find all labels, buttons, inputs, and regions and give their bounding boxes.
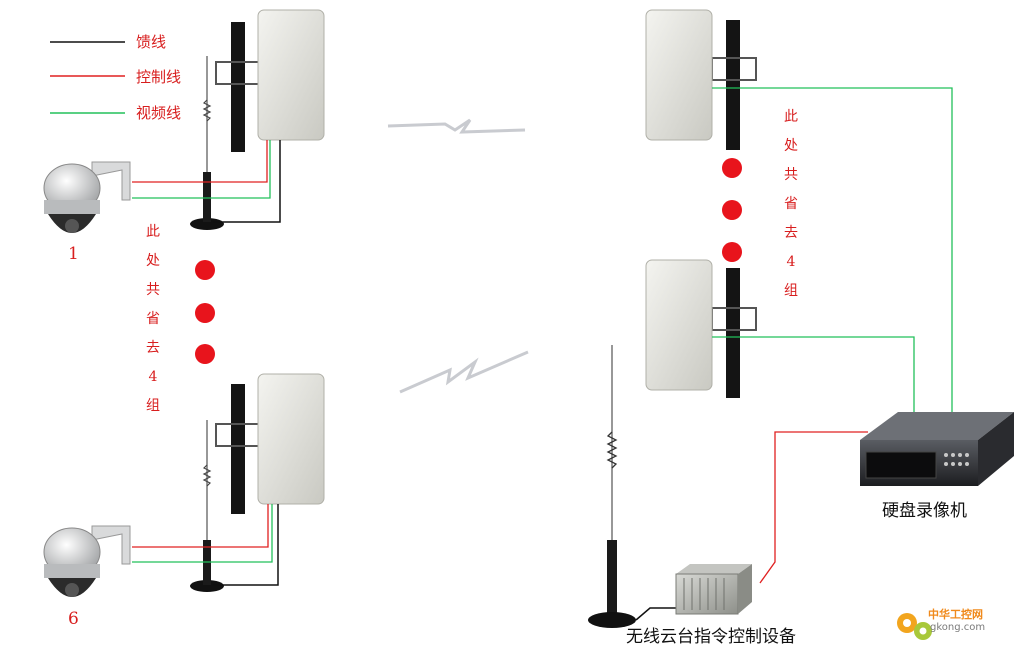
ptz-camera-6 [43, 525, 131, 597]
omission-dot [722, 200, 742, 220]
omission-dot [195, 260, 215, 280]
antenna-station-top-right [645, 9, 757, 150]
note-char: 省 [784, 196, 798, 212]
note-char: 共 [784, 167, 798, 183]
watermark-brand: 中华工控网 [928, 608, 983, 621]
camera1-video-cable [132, 140, 271, 199]
camera6-video-cable [132, 504, 273, 563]
note-char: 4 [786, 254, 796, 270]
note-char: 4 [148, 369, 158, 385]
controller-feeder-cable [635, 607, 680, 621]
legend-feeder-label: 馈线 [136, 33, 167, 51]
wireless-link-bottom [399, 350, 529, 394]
control-cable-dvr [759, 431, 868, 584]
omission-dot [195, 303, 215, 323]
legend-control-label: 控制线 [136, 68, 182, 86]
omission-dot [722, 242, 742, 262]
ptz-controller-device [675, 564, 752, 615]
camera-number-last: 6 [68, 609, 79, 629]
dvr-device [860, 412, 1014, 486]
omission-dot [722, 158, 742, 178]
wireless-link-top [387, 118, 526, 134]
video-cable-bottom-right [712, 336, 915, 412]
note-char: 去 [784, 225, 798, 241]
right-omission-note: 此 处 共 省 去 4 组 [782, 103, 800, 306]
watermark-url: gkong.com [930, 622, 986, 633]
left-omission-note: 此 处 共 省 去 4 组 [144, 218, 162, 421]
dvr-label: 硬盘录像机 [882, 501, 967, 521]
controller-whip-antenna [588, 345, 636, 628]
legend-video-label: 视频线 [136, 104, 182, 122]
camera-number-first: 1 [68, 244, 79, 264]
camera6-feeder-cable [213, 504, 279, 586]
antenna-station-bottom-right [645, 259, 757, 398]
note-char: 共 [146, 282, 160, 298]
antenna-station-bottom-left [190, 373, 325, 592]
camera6-control-cable [132, 504, 269, 548]
omission-dot [195, 344, 215, 364]
note-char: 处 [784, 138, 798, 154]
note-char: 去 [146, 340, 160, 356]
note-char: 省 [146, 311, 160, 327]
camera1-control-cable [132, 140, 268, 183]
note-char: 组 [784, 283, 798, 299]
antenna-station-top-left [190, 9, 325, 230]
controller-label: 无线云台指令控制设备 [626, 627, 796, 647]
camera1-feeder-cable [213, 140, 281, 223]
note-char: 此 [784, 109, 798, 125]
video-cable-top-right [712, 87, 953, 412]
watermark-logo [897, 613, 932, 640]
note-char: 此 [146, 224, 160, 240]
note-char: 组 [146, 398, 160, 414]
note-char: 处 [146, 253, 160, 269]
ptz-camera-1 [43, 161, 131, 233]
